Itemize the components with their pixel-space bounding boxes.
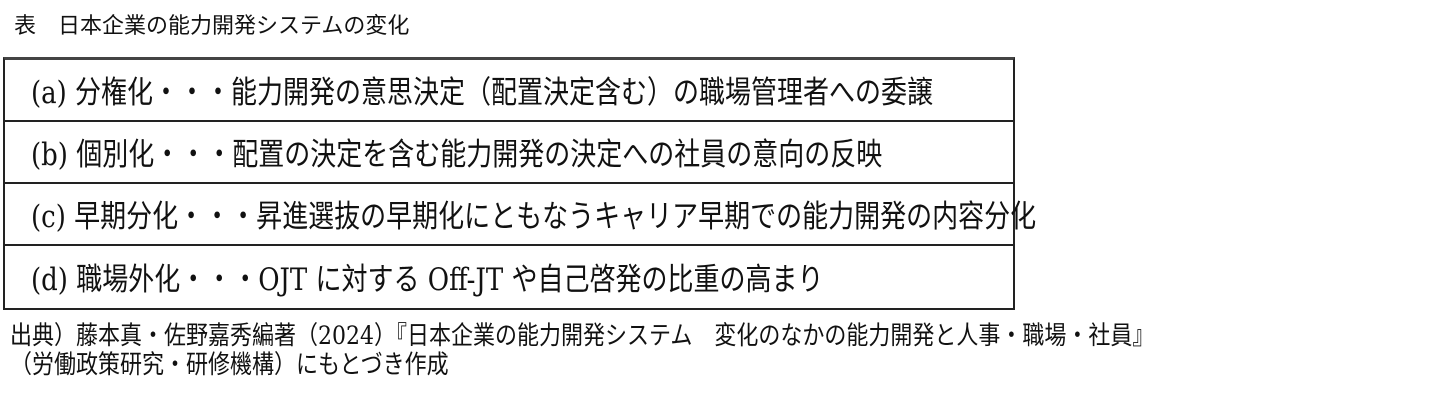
source-text: （労働政策研究・研修機構）にもとづき作成: [10, 351, 449, 380]
table-row-a: (a) 分権化・・・能力開発の意思決定（配置決定含む）の職場管理者への委譲: [5, 60, 1013, 122]
change-table: (a) 分権化・・・能力開発の意思決定（配置決定含む）の職場管理者への委譲 (b…: [3, 57, 1036, 310]
row-text: (c) 早期分化・・・昇進選抜の早期化にともなうキャリア早期での能力開発の内容分…: [31, 199, 1037, 235]
table-title: 表 日本企業の能力開発システムの変化: [14, 14, 410, 39]
source-line-1: 出典）藤本真・佐野嘉秀編著（2024）『日本企業の能力開発システム 変化のなかの…: [10, 322, 1155, 351]
table-row-d: (d) 職場外化・・・OJT に対する Off-JT や自己啓発の比重の高まり: [5, 246, 1013, 308]
row-text: (a) 分権化・・・能力開発の意思決定（配置決定含む）の職場管理者への委譲: [31, 75, 934, 111]
row-text: (d) 職場外化・・・OJT に対する Off-JT や自己啓発の比重の高まり: [31, 262, 824, 298]
row-text: (b) 個別化・・・配置の決定を含む能力開発の決定への社員の意向の反映: [31, 137, 883, 173]
source-text: 出典）藤本真・佐野嘉秀編著（2024）『日本企業の能力開発システム 変化のなかの…: [10, 322, 1155, 351]
source-line-2: （労働政策研究・研修機構）にもとづき作成: [10, 351, 449, 380]
table-row-c: (c) 早期分化・・・昇進選抜の早期化にともなうキャリア早期での能力開発の内容分…: [5, 184, 1036, 246]
table-row-b: (b) 個別化・・・配置の決定を含む能力開発の決定への社員の意向の反映: [5, 122, 1013, 184]
